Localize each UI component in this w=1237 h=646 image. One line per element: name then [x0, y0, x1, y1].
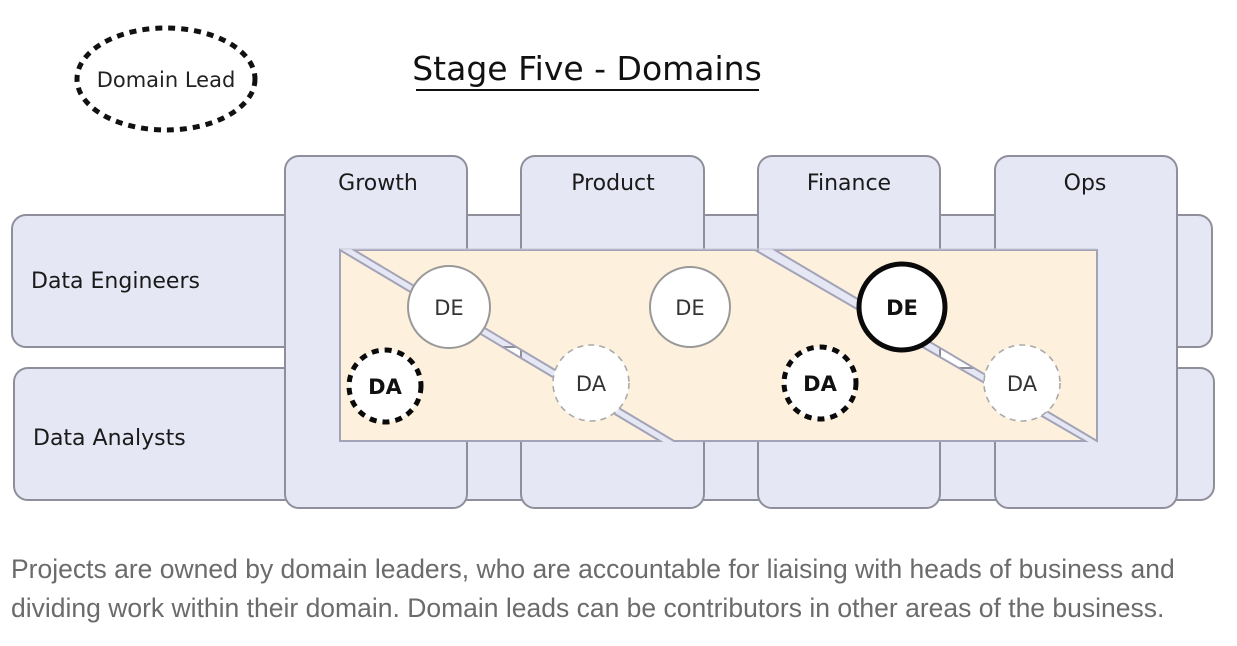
- node-circle: [781, 344, 859, 422]
- node-label: DA: [368, 375, 402, 399]
- node-label: DE: [675, 296, 704, 320]
- column-label-product: Product: [571, 171, 655, 196]
- diagram-caption: Projects are owned by domain leaders, wh…: [11, 554, 1175, 623]
- legend-domain-lead-ellipse: [74, 25, 258, 133]
- node-circle: [983, 344, 1061, 422]
- node-growth-de: DE: [407, 265, 491, 349]
- node-label: DE: [886, 296, 918, 320]
- column-label-growth: Growth: [338, 171, 418, 196]
- node-finance-de-lead: DE: [856, 261, 948, 353]
- column-label-ops: Ops: [1064, 171, 1107, 196]
- node-circle: [407, 265, 491, 349]
- node-label: DA: [1007, 372, 1038, 396]
- legend: Domain Lead: [74, 25, 258, 133]
- node-product-da: DA: [552, 344, 630, 422]
- node-finance-da-lead: DA: [781, 344, 859, 422]
- node-label: DA: [803, 372, 837, 396]
- node-label: DE: [434, 296, 463, 320]
- node-circle: [856, 261, 948, 353]
- node-circle: [552, 344, 630, 422]
- node-ops-da: DA: [983, 344, 1061, 422]
- node-product-de: DE: [649, 266, 731, 348]
- title-text: Stage Five - Domains: [412, 49, 762, 88]
- row-label-data-analysts: Data Analysts: [33, 426, 186, 451]
- column-label-finance: Finance: [807, 171, 891, 196]
- node-growth-da-lead: DA: [346, 347, 424, 425]
- node-circle: [649, 266, 731, 348]
- node-circle: [346, 347, 424, 425]
- domains-diagram: Domain Lead Stage Five - Domains Growth …: [11, 25, 1215, 509]
- diagram-title: Stage Five - Domains: [412, 49, 762, 91]
- legend-label: Domain Lead: [97, 68, 236, 92]
- row-label-data-engineers: Data Engineers: [31, 269, 200, 294]
- node-label: DA: [576, 372, 607, 396]
